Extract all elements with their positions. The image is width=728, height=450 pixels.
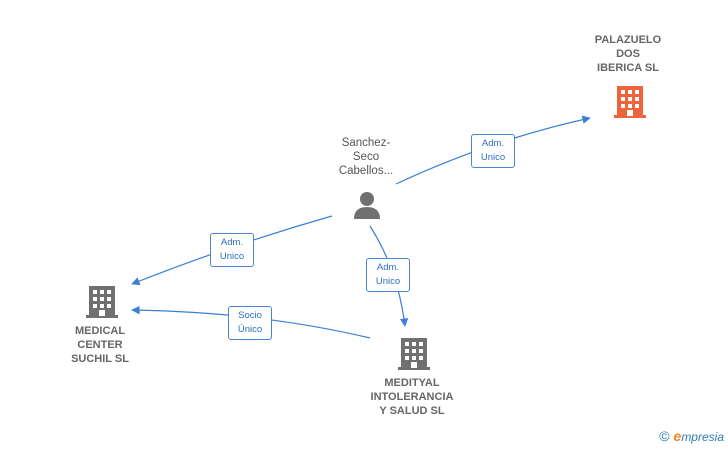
company-label-medical-center[interactable]: MEDICAL CENTER SUCHIL SL [71,325,129,365]
edge-label-person-palazuelo: Adm. Unico [471,134,515,168]
person-icon[interactable] [352,190,382,220]
building-icon[interactable] [614,84,646,118]
company-label-palazuelo[interactable]: PALAZUELO DOS IBERICA SL [594,34,662,74]
edge-label-person-medityal: Adm. Unico [366,258,410,292]
edge-label-person-medical: Adm. Unico [210,233,254,267]
person-label[interactable]: Sanchez- Seco Cabellos... [338,137,394,177]
copyright-symbol: © [659,428,670,444]
brand-e-letter: e [673,428,682,444]
empresia-logo: © empresia [659,428,724,444]
building-icon[interactable] [86,284,118,318]
building-icon[interactable] [398,336,430,370]
company-label-medityal[interactable]: MEDITYAL INTOLERANCIA Y SALUD SL [370,377,454,417]
edge-label-medityal-medical: Socio Único [228,306,272,340]
brand-name: mpresia [681,430,724,444]
